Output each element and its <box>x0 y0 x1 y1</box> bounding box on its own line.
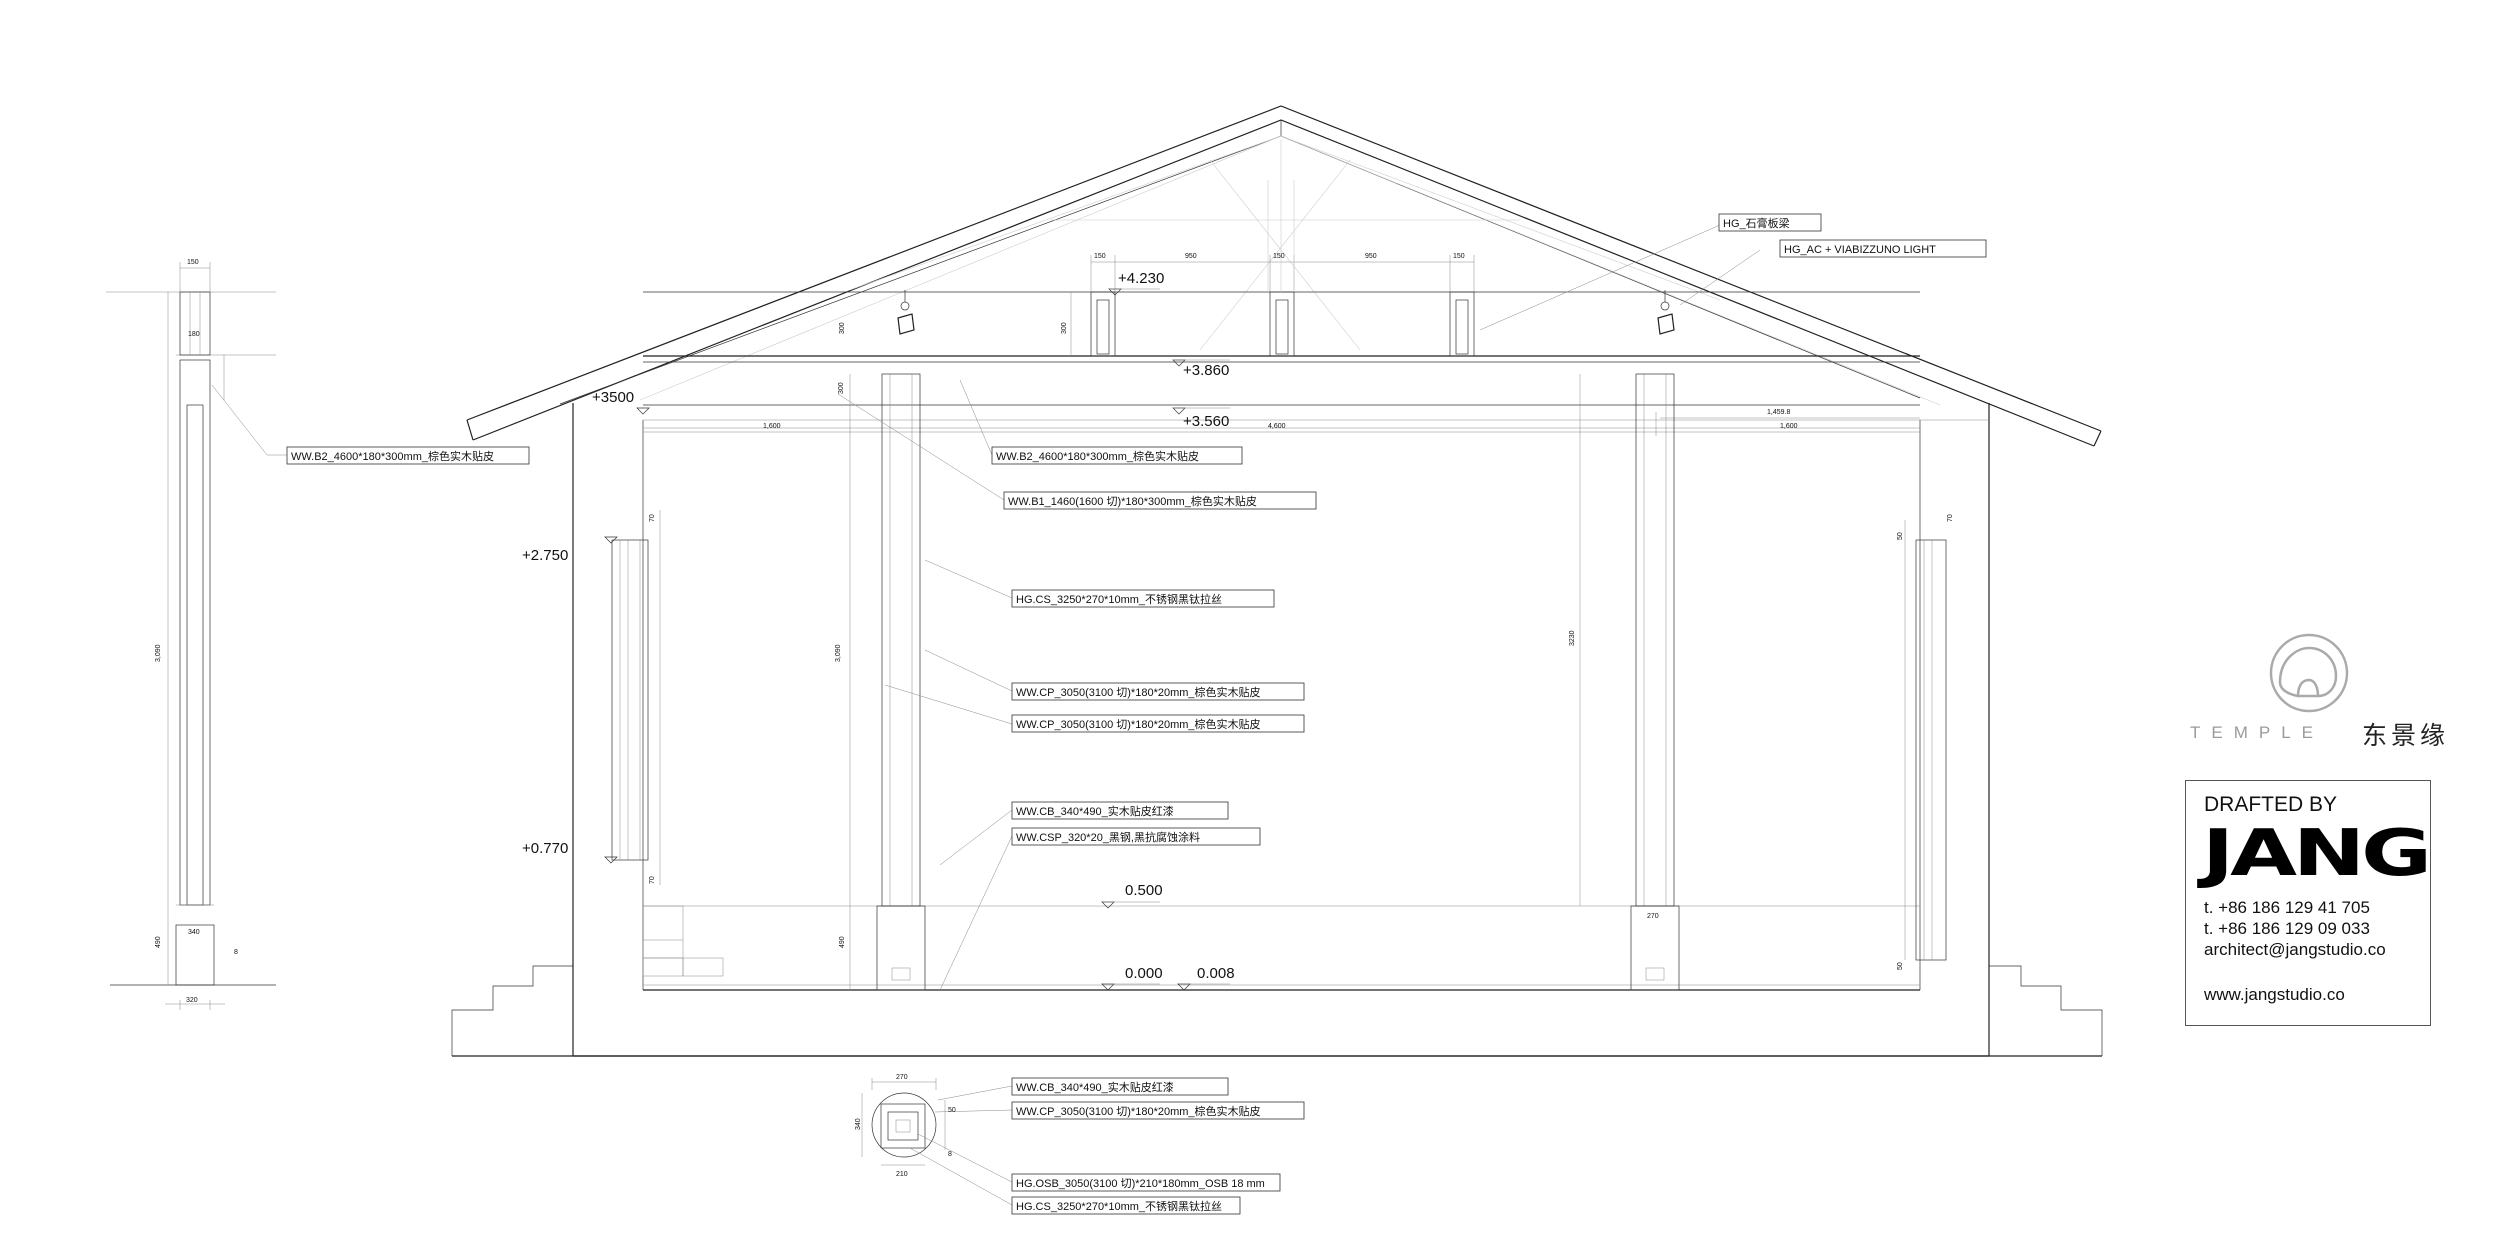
ceiling-beams <box>643 140 1920 429</box>
svg-text:HG.CS_3250*270*10mm_不锈钢黑钛拉丝: HG.CS_3250*270*10mm_不锈钢黑钛拉丝 <box>1016 1199 1222 1213</box>
dim-label: 1,459.8 <box>1767 409 1790 416</box>
callout-c3: WW.B2_4600*180*300mm_棕色实木贴皮 <box>991 446 1243 465</box>
column-right <box>1579 373 1680 991</box>
roof <box>466 105 2102 447</box>
span-dimensions <box>643 412 1990 436</box>
dim-label: 8 <box>948 1151 952 1158</box>
level-0500: 0.500 <box>1125 882 1163 899</box>
dim-label: 490 <box>839 936 846 948</box>
level-markers <box>604 288 1230 991</box>
detail-callout-d3: HG.OSB_3050(3100 切)*210*180mm_OSB 18 mm <box>1011 1173 1281 1192</box>
callout-c2: HG_AC + VIABIZZUNO LIGHT <box>1779 239 1987 258</box>
dim-label: 150 <box>1273 253 1285 260</box>
window-left <box>611 510 661 885</box>
side-callout: WW.B2_4600*180*300mm_棕色实木贴皮 <box>291 449 494 463</box>
dim-label: 210 <box>896 1171 908 1178</box>
dim-label: 320 <box>186 997 198 1004</box>
brand-wordmark: TEMPLE <box>2190 723 2325 742</box>
dim-label: 50 <box>948 1107 956 1114</box>
dim-label: 300 <box>839 322 846 334</box>
dim-label: 490 <box>155 936 162 948</box>
dim-label: 270 <box>1647 913 1659 920</box>
dim-label: 1,600 <box>1780 423 1798 430</box>
jang-logo: JANG <box>2202 817 2432 891</box>
svg-text:WW.CB_340*490_实木贴皮红漆: WW.CB_340*490_实木贴皮红漆 <box>1016 1080 1174 1094</box>
side-section <box>106 262 276 1010</box>
dim-label: 340 <box>855 1118 862 1130</box>
level-0000: 0.000 <box>1125 965 1163 982</box>
svg-text:WW.CP_3050(3100 切)*180*20mm_棕色: WW.CP_3050(3100 切)*180*20mm_棕色实木贴皮 <box>1016 685 1261 699</box>
temple-brand: TEMPLE 东景缘 <box>2170 630 2460 750</box>
level-0770: +0.770 <box>522 840 568 857</box>
svg-text:HG_石膏板梁: HG_石膏板梁 <box>1723 216 1790 230</box>
dim-label: 340 <box>188 929 200 936</box>
column-plan-detail <box>861 1078 1013 1206</box>
dim-label: 150 <box>1453 253 1465 260</box>
callout-c8: WW.CB_340*490_实木贴皮红漆 <box>1011 801 1229 820</box>
dim-label: 70 <box>649 514 656 522</box>
dim-label: 950 <box>1185 253 1197 260</box>
dim-label: 50 <box>1897 532 1904 540</box>
dim-label: 4,600 <box>1268 423 1286 430</box>
column-left <box>849 373 926 991</box>
drafted-header: DRAFTED BY <box>2204 793 2338 816</box>
level-2750: +2.750 <box>522 547 568 564</box>
callout-c5: HG.CS_3250*270*10mm_不锈钢黑钛拉丝 <box>1011 589 1275 608</box>
level-3500: +3500 <box>592 389 634 406</box>
dim-label: 50 <box>1897 962 1904 970</box>
svg-text:WW.CP_3050(3100 切)*180*20mm_棕色: WW.CP_3050(3100 切)*180*20mm_棕色实木贴皮 <box>1016 1104 1261 1118</box>
dim-label: 950 <box>1365 253 1377 260</box>
spotlight-left-icon <box>897 290 915 335</box>
building-envelope <box>451 403 2103 1057</box>
svg-text:WW.B1_1460(1600 切)*180*300mm_棕: WW.B1_1460(1600 切)*180*300mm_棕色实木贴皮 <box>1008 494 1257 508</box>
website-link[interactable]: www.jangstudio.co <box>2204 985 2345 1004</box>
level-3560: +3.560 <box>1183 413 1229 430</box>
dim-label: 270 <box>896 1074 908 1081</box>
callout-c9: WW.CSP_320*20_黑钢,黑抗腐蚀涂料 <box>1011 827 1261 846</box>
dim-label: 300 <box>838 382 845 394</box>
callout-c7: WW.CP_3050(3100 切)*180*20mm_棕色实木贴皮 <box>1011 714 1305 733</box>
level-4230: +4.230 <box>1118 270 1164 287</box>
email[interactable]: architect@jangstudio.co <box>2204 940 2386 959</box>
svg-text:WW.CP_3050(3100 切)*180*20mm_棕色: WW.CP_3050(3100 切)*180*20mm_棕色实木贴皮 <box>1016 717 1261 731</box>
callout-c6: WW.CP_3050(3100 切)*180*20mm_棕色实木贴皮 <box>1011 682 1305 701</box>
svg-text:HG_AC + VIABIZZUNO LIGHT: HG_AC + VIABIZZUNO LIGHT <box>1784 244 1936 256</box>
svg-text:HG.CS_3250*270*10mm_不锈钢黑钛拉丝: HG.CS_3250*270*10mm_不锈钢黑钛拉丝 <box>1016 592 1222 606</box>
dim-label: 1,600 <box>763 423 781 430</box>
svg-text:HG.OSB_3050(3100 切)*210*180mm_: HG.OSB_3050(3100 切)*210*180mm_OSB 18 mm <box>1016 1177 1265 1190</box>
dim-label: 300 <box>1061 322 1068 334</box>
window-right <box>1904 520 1947 961</box>
phone-2: t. +86 186 129 09 033 <box>2204 919 2370 938</box>
dim-label: 180 <box>188 331 200 338</box>
dim-label: 150 <box>1094 253 1106 260</box>
dim-label: 70 <box>649 876 656 884</box>
level-0008: 0.008 <box>1197 965 1235 982</box>
level-3860: +3.860 <box>1183 362 1229 379</box>
svg-text:WW.CSP_320*20_黑钢,黑抗腐蚀涂料: WW.CSP_320*20_黑钢,黑抗腐蚀涂料 <box>1016 830 1200 844</box>
dim-label: 3,090 <box>835 644 842 662</box>
dim-label: 150 <box>187 259 199 266</box>
dim-label: 8 <box>234 949 238 956</box>
beam-dim-labels: 150 950 150 950 150 300 300 300 <box>838 253 1465 394</box>
dim-label: 70 <box>1947 514 1954 522</box>
spotlight-right-icon <box>1657 290 1675 335</box>
phone-1: t. +86 186 129 41 705 <box>2204 898 2370 917</box>
dim-label: 3230 <box>1569 630 1576 646</box>
dim-label: 3,090 <box>155 644 162 662</box>
brand-chinese: 东景缘 <box>2362 721 2450 750</box>
detail-callout-d2: WW.CP_3050(3100 切)*180*20mm_棕色实木贴皮 <box>1011 1101 1305 1120</box>
svg-text:WW.B2_4600*180*300mm_棕色实木贴皮: WW.B2_4600*180*300mm_棕色实木贴皮 <box>996 449 1199 463</box>
callout-c1: HG_石膏板梁 <box>1718 213 1822 232</box>
svg-text:WW.CB_340*490_实木贴皮红漆: WW.CB_340*490_实木贴皮红漆 <box>1016 804 1174 818</box>
callout-c4: WW.B1_1460(1600 切)*180*300mm_棕色实木贴皮 <box>1003 491 1317 510</box>
drafted-by-card: DRAFTED BY JANG t. +86 186 129 41 705 t.… <box>2185 780 2432 1026</box>
leader-lines <box>837 224 1761 991</box>
detail-callout-d1: WW.CB_340*490_实木贴皮红漆 <box>1011 1077 1229 1096</box>
detail-callout-d4: HG.CS_3250*270*10mm_不锈钢黑钛拉丝 <box>1011 1196 1241 1215</box>
temple-logo-icon <box>2269 633 2349 713</box>
